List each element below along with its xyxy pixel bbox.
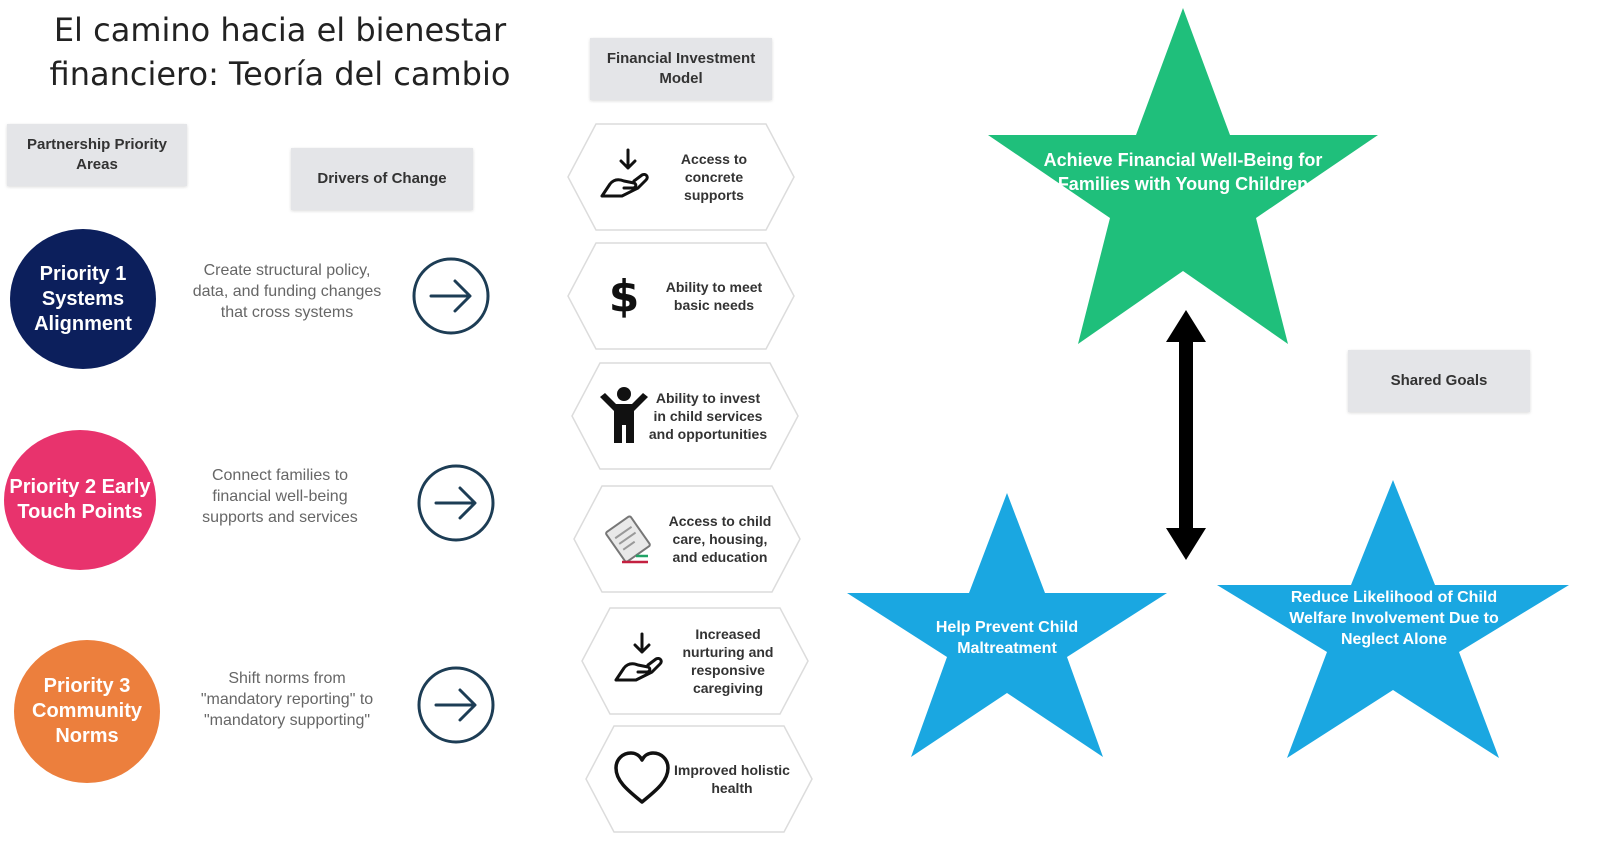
hand-receive-icon — [600, 148, 649, 198]
investment-label: Access to concrete supports — [680, 151, 748, 203]
investment-item-child-care-housing: Access to child care, housing, and educa… — [572, 484, 802, 594]
arrow-right-icon — [412, 257, 490, 335]
goal-right-text: Reduce Likelihood of Child Welfare Invol… — [1289, 589, 1499, 648]
partnership-priority-areas-header: Partnership Priority Areas — [7, 124, 187, 186]
arrow-right-icon — [417, 464, 495, 542]
goal-left-text: Help Prevent Child Maltreatment — [935, 619, 1079, 657]
investment-item-basic-needs: $ Ability to meet basic needs — [566, 241, 796, 351]
priority-2-circle: Priority 2 Early Touch Points — [4, 430, 156, 570]
prevent-maltreatment-star — [847, 493, 1167, 757]
investment-label: Improved holistic health — [674, 762, 790, 796]
reduce-involvement-star — [1217, 480, 1569, 758]
investment-label: Access to child care, housing, and educa… — [668, 513, 772, 565]
child-icon — [600, 387, 648, 443]
title-line-1: El camino hacia el bienestar — [53, 11, 507, 49]
shared-goals-header: Shared Goals — [1348, 350, 1530, 412]
page-title: El camino hacia el bienestar financiero:… — [20, 8, 540, 96]
financial-investment-model-header: Financial Investment Model — [590, 38, 772, 100]
priority-1-circle: Priority 1 Systems Alignment — [10, 229, 156, 369]
double-arrow-icon — [1166, 310, 1206, 560]
driver-3-text: Shift norms from "mandatory reporting" t… — [200, 670, 374, 729]
goal-main-text: Achieve Financial Well-Being for Familie… — [1043, 150, 1323, 194]
investment-item-child-services: Ability to invest in child services and … — [570, 361, 800, 471]
heart-icon — [614, 751, 670, 804]
investment-label: Ability to invest in child services and … — [648, 390, 768, 442]
financial-wellbeing-star — [988, 8, 1378, 344]
investment-item-nurturing-caregiving: Increased nurturing and responsive careg… — [580, 606, 810, 716]
driver-2-text: Connect families to financial well-being… — [202, 467, 358, 526]
arrow-right-icon — [417, 666, 495, 744]
hand-receive-icon — [614, 632, 663, 682]
drivers-of-change-header: Drivers of Change — [291, 148, 473, 210]
investment-label: Increased nurturing and responsive careg… — [682, 626, 774, 696]
investment-item-concrete-supports: Access to concrete supports — [566, 122, 796, 232]
investment-label: Ability to meet basic needs — [665, 279, 763, 313]
document-icon — [605, 515, 651, 564]
driver-1-text: Create structural policy, data, and fund… — [192, 262, 382, 321]
title-line-2: financiero: Teoría del cambio — [49, 55, 511, 93]
svg-text:$: $ — [609, 271, 640, 322]
dollar-icon: $ — [609, 271, 640, 322]
priority-3-circle: Priority 3 Community Norms — [14, 640, 160, 783]
investment-item-holistic-health: Improved holistic health — [584, 724, 814, 834]
